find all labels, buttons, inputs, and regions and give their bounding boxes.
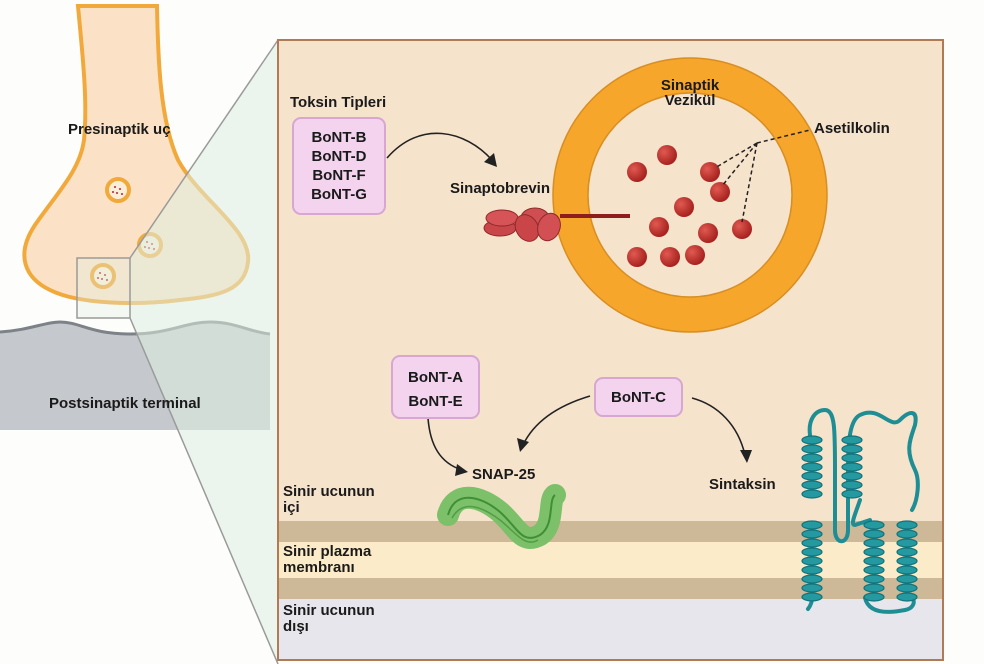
acetylcholine-molecules [627, 145, 752, 267]
toxin-item: BoNT-F [312, 167, 366, 184]
arrowhead [740, 450, 752, 463]
toxin-item: BoNT-A [408, 369, 463, 386]
toxin-types-heading: Toksin Tipleri [290, 94, 387, 111]
arrow-bont-ae-to-snap25 [427, 417, 463, 471]
toxin-item: BoNT-G [311, 186, 367, 203]
arrowhead [517, 438, 529, 452]
acetylcholine-molecule [698, 223, 718, 243]
presynaptic-label: Presinaptik uç [68, 121, 171, 138]
layer-label-membrane: Sinir plazma membranı [283, 543, 372, 576]
vesicle-label: Sinaptik Vezikül [660, 77, 720, 109]
layer-label-outside: Sinir ucunun dışı [283, 602, 375, 635]
toxin-box-bcdfg: BoNT-B BoNT-D BoNT-F BoNT-G [292, 117, 386, 215]
acetylcholine-leader-lines [714, 129, 811, 223]
membrane-core [279, 542, 942, 578]
toxin-item: BoNT-B [311, 129, 367, 146]
toxin-box-c: BoNT-C [594, 377, 683, 417]
synaptobrevin-label: Sinaptobrevin [450, 180, 551, 197]
postsynaptic-label: Postsinaptik terminal [49, 395, 201, 412]
arrow-bont-c-to-snap25 [522, 395, 591, 446]
synaptobrevin-protein [483, 207, 561, 242]
outer-leaflet [279, 578, 942, 599]
toxin-item: BoNT-C [611, 389, 666, 406]
snap25-protein [437, 484, 566, 549]
acetylcholine-molecule [685, 245, 705, 265]
mini-vesicle [90, 263, 116, 289]
zoom-cone [130, 40, 278, 664]
acetylcholine-molecule [674, 197, 694, 217]
acetylcholine-molecule [627, 162, 647, 182]
arrowhead [455, 464, 468, 476]
acetylcholine-molecule [710, 182, 730, 202]
acetylcholine-molecule [657, 145, 677, 165]
toxin-item: BoNT-E [408, 393, 463, 410]
arrow-bont-c-to-syntaxin [691, 397, 746, 456]
acetylcholine-molecule [660, 247, 680, 267]
toxin-box-ae: BoNT-A BoNT-E [391, 355, 480, 419]
syntaxin-label: Sintaksin [709, 476, 776, 493]
acetylcholine-molecule [732, 219, 752, 239]
syntaxin-helices [801, 435, 918, 602]
snap25-label: SNAP-25 [472, 466, 536, 483]
layer-label-inside: Sinir ucunun içi [283, 483, 375, 516]
zoom-region-box [76, 257, 131, 319]
toxin-item: BoNT-D [311, 148, 367, 165]
acetylcholine-molecule [627, 247, 647, 267]
acetylcholine-label: Asetilkolin [814, 120, 890, 137]
arrowhead [484, 153, 497, 167]
mini-vesicle [105, 177, 131, 203]
acetylcholine-molecule [649, 217, 669, 237]
extracellular-space [279, 599, 942, 659]
inner-leaflet [279, 521, 942, 542]
arrow-toxin-to-synaptobrevin [386, 132, 493, 161]
acetylcholine-molecule [700, 162, 720, 182]
